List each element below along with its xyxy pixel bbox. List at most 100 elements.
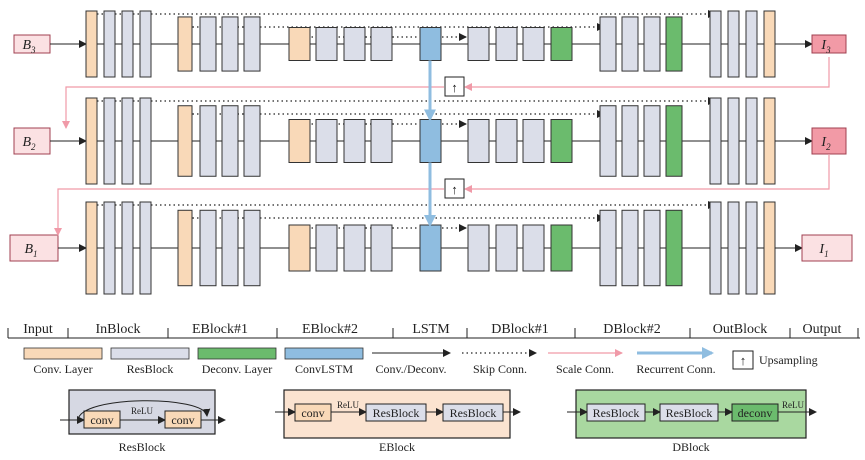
legend-lstm-label: ConvLSTM — [295, 362, 353, 376]
res-block — [745, 201, 758, 295]
res-block — [745, 10, 758, 78]
res-block — [243, 105, 261, 177]
input-image-box — [13, 127, 51, 155]
conv-block — [85, 10, 98, 78]
conv-block — [288, 119, 311, 163]
conv-block — [85, 97, 98, 185]
res-block — [103, 10, 116, 78]
legend-skip-label: Skip Conn. — [473, 362, 527, 376]
conv-block — [177, 16, 193, 72]
input-image-subscript: 3 — [30, 45, 36, 55]
scale-connection-to-input — [54, 188, 444, 236]
output-image-subscript: 1 — [824, 249, 829, 259]
lstm-block — [419, 27, 442, 61]
stage-label: LSTM — [412, 322, 450, 337]
res-block — [727, 201, 740, 295]
deconv-block — [550, 224, 573, 272]
eblock-relu-label: ReLU — [337, 400, 359, 410]
stage-label: InBlock — [95, 322, 140, 337]
output-image-label: I1 — [818, 242, 828, 259]
res-block — [221, 16, 239, 72]
conv-block — [763, 10, 776, 78]
legend-conv-label: Conv. Layer — [33, 362, 92, 376]
input-image-subscript: 2 — [31, 142, 36, 152]
legend-upsampling-label: Upsampling — [759, 353, 818, 367]
res-block — [243, 16, 261, 72]
res-block — [467, 119, 490, 163]
res-block — [467, 224, 490, 272]
stage-label: Input — [23, 322, 53, 337]
deconv-block — [550, 119, 573, 163]
eblock-conv-label: conv — [301, 406, 324, 420]
legend-conv-swatch — [23, 347, 103, 360]
res-block — [139, 10, 152, 78]
legend-upsampling-box — [732, 350, 754, 370]
output-image-subscript: 2 — [826, 142, 831, 152]
resblock-relu-label: ReLU — [131, 406, 153, 416]
legend-res-swatch — [110, 347, 190, 360]
legend-deconv-label: Deconv. Layer — [202, 362, 273, 376]
upsampling-icon: ↑ — [451, 80, 458, 95]
res-block — [370, 27, 393, 61]
res-block — [599, 16, 617, 72]
deconv-block — [665, 16, 683, 72]
res-block — [621, 16, 639, 72]
legend-recurrent-label: Recurrent Conn. — [636, 362, 715, 376]
resblock-skip-arc — [77, 400, 211, 421]
detail-eblock: conv ReLU ResBlock ResBlock EBlock — [275, 389, 521, 454]
conv-block — [763, 201, 776, 295]
conv-block — [763, 97, 776, 185]
res-block — [343, 27, 366, 61]
upsampling-icon: ↑ — [740, 353, 747, 368]
res-block — [727, 97, 740, 185]
lstm-block — [419, 224, 442, 272]
upsampling-box — [444, 76, 465, 97]
dblock-deconv-label: deconv — [738, 406, 773, 420]
res-block — [221, 105, 239, 177]
res-block — [221, 209, 239, 287]
resblock-conv2-label: conv — [171, 413, 194, 427]
res-block — [343, 119, 366, 163]
deconv-block — [665, 209, 683, 287]
res-block — [199, 16, 217, 72]
output-image-subscript: 3 — [825, 45, 831, 55]
resblock-detail-title: ResBlock — [119, 440, 166, 454]
res-block — [139, 201, 152, 295]
lstm-block — [419, 119, 442, 163]
res-block — [139, 97, 152, 185]
res-block — [199, 209, 217, 287]
scale-connection-to-upsampling — [464, 154, 830, 193]
output-image-label: I2 — [820, 135, 831, 152]
stage-label: DBlock#2 — [603, 322, 661, 337]
eblock-res2-label: ResBlock — [450, 406, 497, 420]
dblock-relu-label: ReLU — [782, 400, 804, 410]
res-block — [495, 119, 518, 163]
deconv-block — [550, 27, 573, 61]
res-block — [370, 119, 393, 163]
res-block — [621, 105, 639, 177]
res-block — [522, 119, 545, 163]
legend-conv-deconv-label: Conv./Deconv. — [375, 362, 446, 376]
res-block — [643, 16, 661, 72]
legend-deconv-swatch — [197, 347, 277, 360]
res-block — [243, 209, 261, 287]
detail-dblock: ResBlock ResBlock deconv ReLU DBlock — [567, 389, 817, 454]
input-image-subscript: 1 — [33, 249, 38, 259]
conv-block — [177, 105, 193, 177]
res-block — [522, 224, 545, 272]
scale-connection-to-upsampling — [464, 57, 830, 91]
detail-resblock: conv ReLU conv ResBlock — [60, 389, 226, 454]
scale-connection-to-input — [62, 86, 444, 129]
res-block — [315, 27, 338, 61]
res-block — [709, 97, 722, 185]
res-block — [495, 27, 518, 61]
legend-scale-label: Scale Conn. — [556, 362, 614, 376]
upsampling-icon: ↑ — [451, 182, 458, 197]
eblock-res1-label: ResBlock — [373, 406, 420, 420]
res-block — [121, 10, 134, 78]
